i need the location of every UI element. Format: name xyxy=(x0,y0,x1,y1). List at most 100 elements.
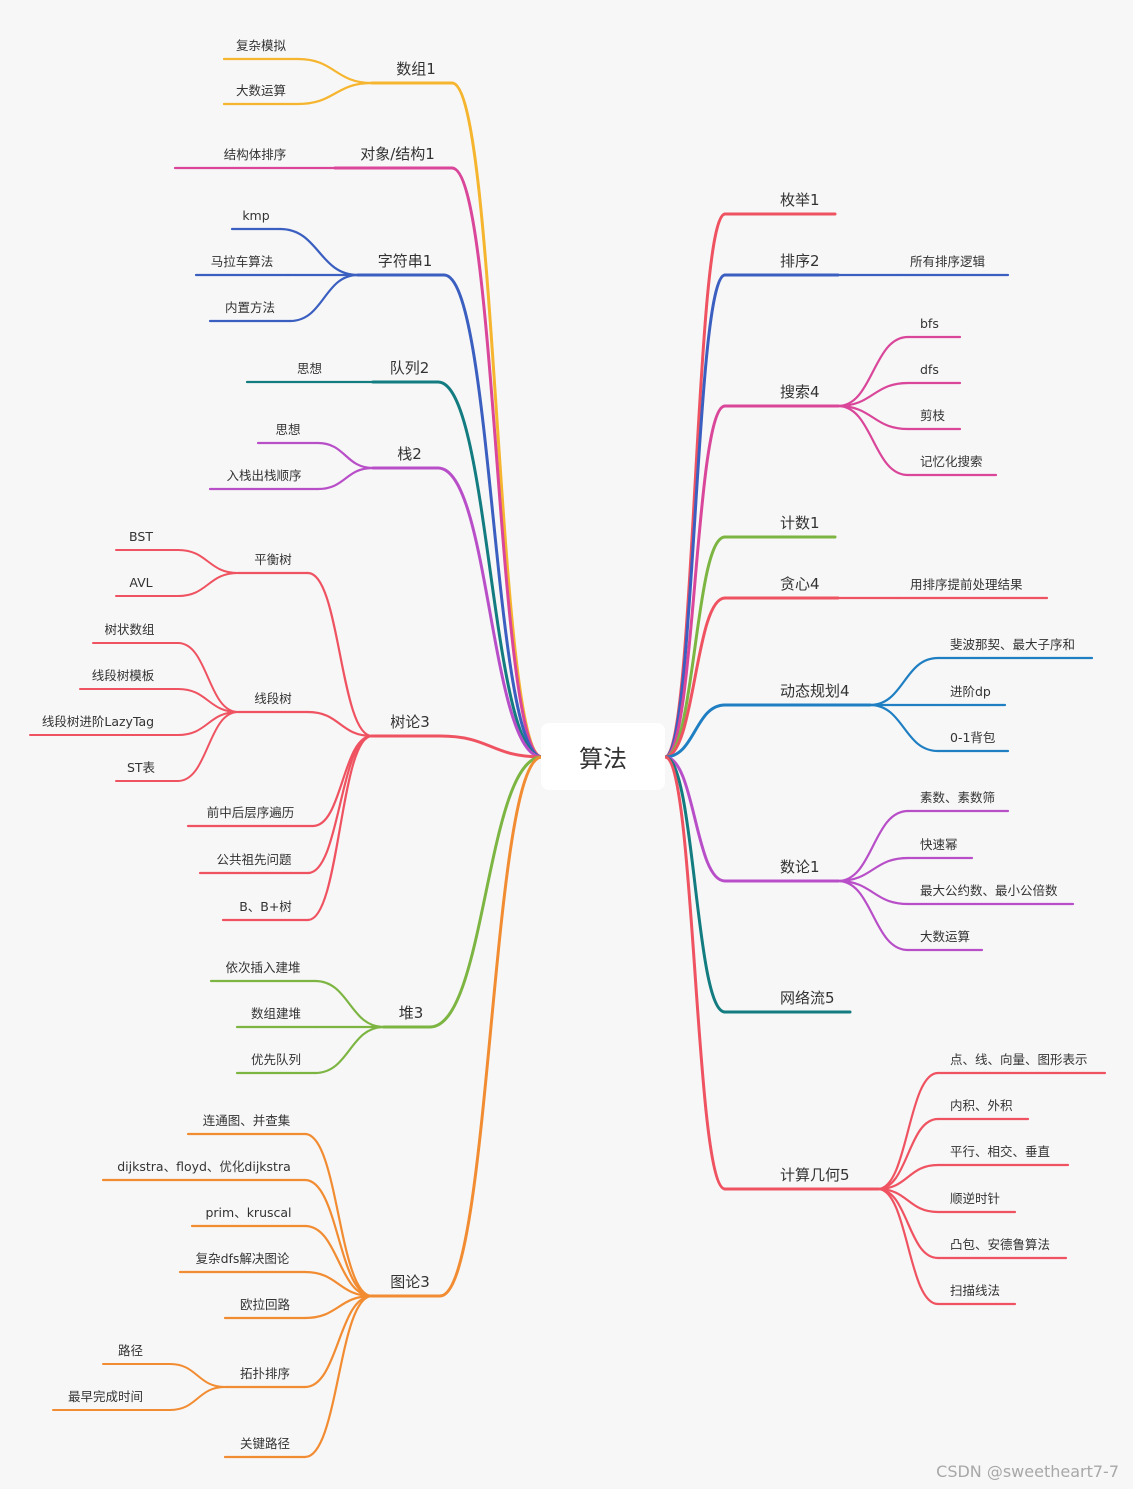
leaf-line xyxy=(169,1386,226,1411)
subtopic-label[interactable]: 内置方法 xyxy=(225,300,275,315)
subtopic-label[interactable]: 快速幂 xyxy=(920,837,958,852)
subtopic-label[interactable]: B、B+树 xyxy=(239,899,292,914)
subtopic-line xyxy=(306,734,374,922)
subtopic-line xyxy=(836,856,910,883)
branch-line xyxy=(428,755,544,1029)
subtopic-label[interactable]: dijkstra、floyd、优化dijkstra xyxy=(117,1159,291,1174)
subtopic-line xyxy=(306,734,374,875)
branch-line xyxy=(442,273,544,759)
branch-label[interactable]: 树论3 xyxy=(390,713,430,731)
subtopic-label[interactable]: 平行、相交、垂直 xyxy=(950,1144,1050,1159)
branch-label[interactable]: 栈2 xyxy=(397,445,422,463)
subtopic-label[interactable]: 顺逆时针 xyxy=(950,1191,1000,1206)
subtopic-line xyxy=(303,1294,374,1320)
watermark: CSDN @sweetheart7-7 xyxy=(936,1462,1119,1481)
branch-line xyxy=(438,734,544,759)
branch-label[interactable]: 枚举1 xyxy=(780,191,820,209)
leaf-label[interactable]: AVL xyxy=(129,575,152,590)
subtopic-label[interactable]: 复杂dfs解决图论 xyxy=(196,1251,290,1266)
branch-line xyxy=(663,535,727,759)
subtopic-label[interactable]: 点、线、向量、图形表示 xyxy=(950,1052,1088,1067)
subtopic-label[interactable]: 思想 xyxy=(297,361,322,376)
leaf-label[interactable]: 最早完成时间 xyxy=(68,1389,143,1404)
leaf-label[interactable]: 线段树模板 xyxy=(92,668,155,683)
subtopic-label[interactable]: 拓扑排序 xyxy=(240,1366,290,1381)
branch-label[interactable]: 对象/结构1 xyxy=(360,145,435,163)
subtopic-label[interactable]: 前中后层序遍历 xyxy=(207,805,295,820)
leaf-label[interactable]: BST xyxy=(129,529,153,544)
branch-label[interactable]: 堆3 xyxy=(399,1004,424,1022)
branch-label[interactable]: 队列2 xyxy=(390,359,430,377)
subtopic-label[interactable]: 思想 xyxy=(275,422,300,437)
subtopic-label[interactable]: 凸包、安德鲁算法 xyxy=(950,1237,1050,1252)
branch-label[interactable]: 搜索4 xyxy=(780,383,820,401)
subtopic-label[interactable]: 剪枝 xyxy=(920,408,946,423)
leaf-line xyxy=(169,1363,226,1388)
subtopic-line xyxy=(303,1178,374,1298)
subtopic-label[interactable]: 入栈出栈顺序 xyxy=(226,468,301,483)
branch-line xyxy=(663,404,727,759)
subtopic-label[interactable]: 结构体排序 xyxy=(224,147,287,162)
subtopic-label[interactable]: 大数运算 xyxy=(236,83,286,98)
subtopic-label[interactable]: 平衡树 xyxy=(254,552,292,567)
subtopic-label[interactable]: dfs xyxy=(920,362,939,377)
subtopic-label[interactable]: prim、kruscal xyxy=(205,1205,291,1220)
root-label: 算法 xyxy=(579,745,627,773)
branch-label[interactable]: 排序2 xyxy=(780,252,820,270)
subtopic-line xyxy=(836,879,910,906)
leaf-line xyxy=(177,549,239,574)
subtopic-label[interactable]: bfs xyxy=(920,316,939,331)
subtopic-label[interactable]: 大数运算 xyxy=(920,929,970,944)
subtopic-line xyxy=(296,57,374,85)
subtopic-line xyxy=(278,227,360,277)
subtopic-label[interactable]: 斐波那契、最大子序和 xyxy=(950,637,1075,652)
leaf-label[interactable]: ST表 xyxy=(127,760,156,775)
subtopic-label[interactable]: kmp xyxy=(242,208,269,223)
root-node[interactable]: 算法 xyxy=(541,723,665,790)
subtopic-label[interactable]: 线段树 xyxy=(254,691,292,706)
subtopic-label[interactable]: 记忆化搜索 xyxy=(920,454,983,469)
branch-line xyxy=(663,703,727,759)
subtopic-label[interactable]: 用排序提前处理结果 xyxy=(910,577,1023,592)
branch-label[interactable]: 数论1 xyxy=(780,858,820,876)
subtopic-line xyxy=(876,1071,940,1191)
subtopic-label[interactable]: 连通图、并查集 xyxy=(203,1113,291,1128)
subtopic-line xyxy=(306,571,374,738)
subtopic-line xyxy=(313,1025,386,1075)
branch-label[interactable]: 贪心4 xyxy=(780,575,820,593)
subtopic-label[interactable]: 0-1背包 xyxy=(950,730,995,745)
subtopic-line xyxy=(876,1163,940,1191)
subtopic-label[interactable]: 公共祖先问题 xyxy=(216,852,292,867)
leaf-line xyxy=(177,572,239,597)
subtopic-label[interactable]: 所有排序逻辑 xyxy=(910,254,985,269)
subtopic-label[interactable]: 素数、素数筛 xyxy=(920,790,995,805)
subtopic-label[interactable]: 数组建堆 xyxy=(251,1006,301,1021)
subtopic-label[interactable]: 复杂模拟 xyxy=(236,38,287,53)
branch-line xyxy=(450,166,544,759)
subtopic-label[interactable]: 关键路径 xyxy=(240,1436,290,1451)
subtopic-label[interactable]: 马拉车算法 xyxy=(211,254,274,269)
leaf-label[interactable]: 路径 xyxy=(118,1343,143,1358)
branch-label[interactable]: 数组1 xyxy=(396,60,436,78)
branch-label[interactable]: 计算几何5 xyxy=(780,1166,850,1184)
subtopic-label[interactable]: 最大公约数、最小公倍数 xyxy=(920,883,1058,898)
branch-label[interactable]: 字符串1 xyxy=(378,252,433,270)
subtopic-line xyxy=(836,809,910,883)
branch-label[interactable]: 计数1 xyxy=(780,514,820,532)
subtopic-label[interactable]: 优先队列 xyxy=(251,1052,301,1067)
subtopic-label[interactable]: 依次插入建堆 xyxy=(225,960,300,975)
branch-label[interactable]: 动态规划4 xyxy=(780,682,850,700)
branch-label[interactable]: 网络流5 xyxy=(780,989,835,1007)
branch-line xyxy=(663,596,727,759)
subtopic-line xyxy=(836,381,910,408)
subtopic-label[interactable]: 进阶dp xyxy=(950,684,991,699)
subtopic-line xyxy=(306,710,374,738)
subtopic-label[interactable]: 内积、外积 xyxy=(950,1098,1013,1113)
subtopic-label[interactable]: 欧拉回路 xyxy=(240,1297,291,1312)
branch-label[interactable]: 图论3 xyxy=(390,1273,430,1291)
subtopic-label[interactable]: 扫描线法 xyxy=(950,1283,1000,1298)
subtopic-line xyxy=(876,1117,940,1191)
leaf-label[interactable]: 树状数组 xyxy=(104,622,154,637)
leaf-label[interactable]: 线段树进阶LazyTag xyxy=(42,714,154,729)
subtopic-line xyxy=(836,404,910,477)
